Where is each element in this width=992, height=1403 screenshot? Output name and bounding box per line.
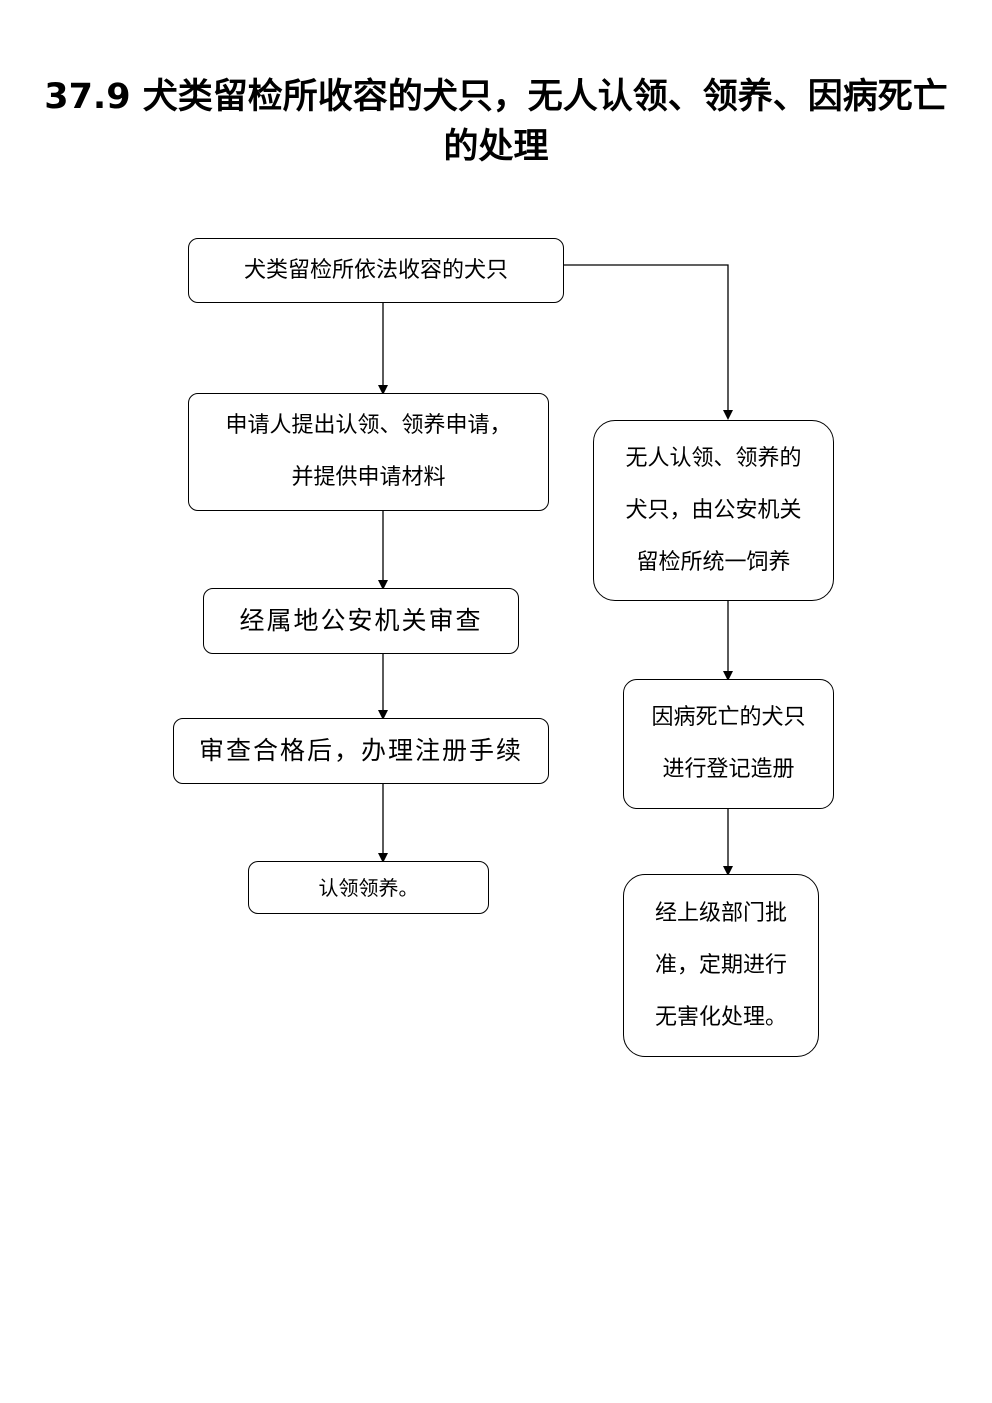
dead-box: 因病死亡的犬只 进行登记造册 xyxy=(623,679,834,809)
dispose-box: 经上级部门批 准，定期进行 无害化处理。 xyxy=(623,874,819,1057)
review-box: 经属地公安机关审查 xyxy=(203,588,519,654)
title-line-1: 37.9 犬类留检所收容的犬只，无人认领、领养、因病死亡 xyxy=(44,77,948,117)
unclaimed-line-2: 犬只，由公安机关 xyxy=(625,497,802,523)
unclaimed-line-1: 无人认领、领养的 xyxy=(625,445,802,471)
dead-line-1: 因病死亡的犬只 xyxy=(651,705,806,730)
dispose-line-1: 经上级部门批 xyxy=(654,900,787,926)
review-text: 经属地公安机关审查 xyxy=(239,606,483,635)
unclaimed-line-3: 留检所统一饲养 xyxy=(636,549,791,575)
apply-box: 申请人提出认领、领养申请， 并提供申请材料 xyxy=(188,393,549,511)
arrow-start-to-unclaimed xyxy=(563,264,733,420)
end-box: 认领领养。 xyxy=(248,861,489,914)
start-box: 犬类留检所依法收容的犬只 xyxy=(188,238,564,303)
start-text: 犬类留检所依法收容的犬只 xyxy=(243,257,508,283)
dispose-line-2: 准，定期进行 xyxy=(654,952,787,978)
unclaimed-box: 无人认领、领养的 犬只，由公安机关 留检所统一饲养 xyxy=(593,420,834,601)
dead-line-2: 进行登记造册 xyxy=(662,757,795,782)
register-box: 审查合格后，办理注册手续 xyxy=(173,718,549,784)
title-line-2: 的处理 xyxy=(443,127,549,167)
page-title: 37.9 犬类留检所收容的犬只，无人认领、领养、因病死亡 的处理 xyxy=(20,72,972,172)
end-text: 认领领养。 xyxy=(318,875,419,900)
apply-line-2: 并提供申请材料 xyxy=(291,465,446,490)
dispose-line-3: 无害化处理。 xyxy=(654,1004,787,1030)
apply-line-1: 申请人提出认领、领养申请， xyxy=(225,413,512,438)
register-text: 审查合格后，办理注册手续 xyxy=(198,736,523,765)
